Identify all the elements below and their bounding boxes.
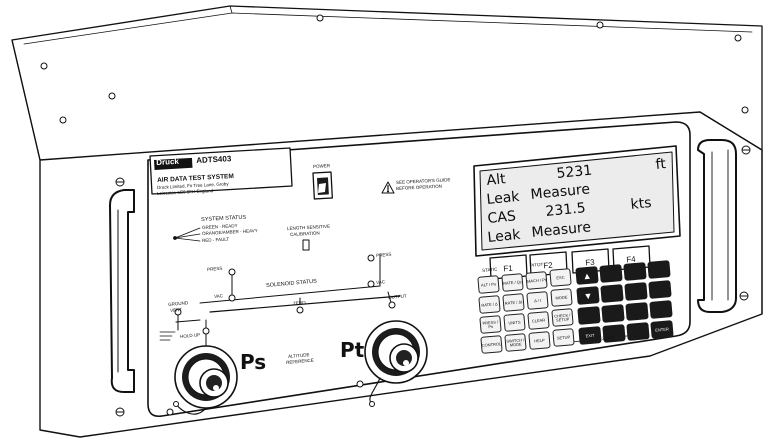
lcd-display [473, 145, 681, 257]
lcd-row1-unit: ft [654, 156, 667, 173]
left-handle [109, 189, 135, 393]
power-label: POWER [312, 163, 331, 169]
vac-right-label: VAC [375, 279, 386, 285]
key-mode[interactable]: MODE [550, 288, 573, 307]
key-control[interactable]: CONTROL [480, 335, 503, 354]
power-switch[interactable] [312, 171, 333, 200]
key-dark-1[interactable] [599, 264, 623, 283]
key-dark-9[interactable] [625, 302, 649, 321]
exit-key-label: EXIT [585, 332, 595, 339]
key-dark-5[interactable] [624, 282, 648, 301]
key-delta-t[interactable]: Δ / t [526, 291, 549, 310]
druck-label [149, 147, 293, 195]
key-rate-qc[interactable]: RATE / Qc [501, 273, 524, 292]
key-clear[interactable]: CLEAR [527, 311, 550, 330]
key-dark-12[interactable] [626, 322, 650, 341]
key-check-setup[interactable]: CHECK / SETUP [551, 308, 574, 327]
key-mach[interactable]: MACH / Pt [525, 271, 548, 290]
key-dark-4[interactable] [600, 284, 624, 303]
key-exit[interactable]: EXIT [578, 326, 602, 345]
system-status-fan [173, 227, 201, 242]
lcd-row3-label: CAS [486, 208, 517, 227]
solenoid-leds [174, 254, 396, 335]
lcd-row1-value: 5231 [555, 162, 593, 182]
ps-pressure-port[interactable] [173, 345, 238, 415]
ps-port-label: Ps [240, 350, 267, 374]
key-dark-2[interactable] [623, 262, 647, 281]
key-units[interactable]: UNITS [503, 313, 526, 332]
chassis-right-face [699, 111, 763, 315]
lcd-row3-unit: kts [629, 195, 653, 213]
warning-triangle-icon [381, 181, 395, 194]
right-handle [697, 139, 737, 313]
key-dark-6[interactable] [648, 280, 672, 299]
lcd-row2-label: Leak [485, 188, 521, 208]
key-rate-delta[interactable]: RATE / Δ [478, 295, 501, 314]
panel-screws [115, 145, 751, 417]
key-dark-3[interactable] [647, 260, 671, 279]
arrow-up-icon: ▲ [582, 270, 592, 281]
lcd-row4-label: Leak [486, 226, 522, 246]
length-indicator-lamp [302, 239, 310, 251]
enter-key-label: ENTER [655, 326, 669, 333]
key-help[interactable]: HELP [528, 331, 551, 350]
key-esc[interactable]: ESC [549, 268, 572, 287]
lcd-row1-label: Alt [485, 171, 507, 189]
key-dark-8[interactable] [601, 304, 625, 323]
arrow-down-icon: ▼ [583, 290, 593, 301]
key-dark-7[interactable] [577, 306, 601, 325]
key-alt[interactable]: ALT / Ps [477, 275, 500, 294]
key-rate-dt[interactable]: RATE / Δt [502, 293, 525, 312]
key-setup[interactable]: SETUP [552, 328, 575, 347]
key-enter[interactable]: ENTER [650, 320, 674, 339]
pt-port-label: Pt [340, 338, 365, 362]
key-press[interactable]: PRESS / Ps [479, 315, 502, 334]
vac-left-label: VAC [213, 293, 224, 299]
key-arrow-up[interactable]: ▲ [575, 266, 599, 285]
key-switch-mode[interactable]: SWITCH / MODE [504, 333, 527, 352]
pt-pressure-port[interactable] [364, 320, 428, 407]
key-arrow-down[interactable]: ▼ [576, 286, 600, 305]
druck-logo: Druck [155, 156, 180, 167]
key-dark-10[interactable] [649, 300, 673, 319]
lcd-row3-value: 231.5 [544, 200, 587, 220]
